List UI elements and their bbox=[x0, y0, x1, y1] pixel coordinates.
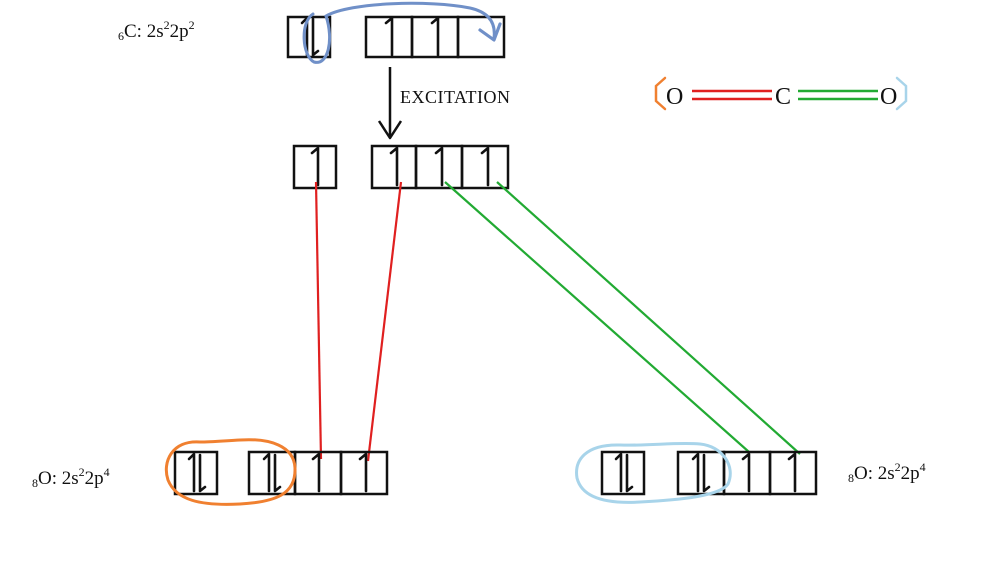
oxygen-right-2s-superscript: 2 bbox=[894, 460, 901, 474]
carbon-config-text: C: 2s bbox=[124, 21, 164, 42]
carbon-2p-text: 2p bbox=[169, 21, 189, 42]
molecule-left-oxygen: O bbox=[666, 84, 683, 110]
oxygen-left-lone-pair-highlight bbox=[164, 438, 297, 506]
carbon-2s-orbital bbox=[286, 15, 332, 59]
sigma-bond-lines bbox=[314, 181, 403, 462]
oxygen-left-2p-orbitals bbox=[247, 450, 389, 496]
co2-molecule: O C O bbox=[654, 76, 908, 111]
carbon-2p-superscript: 2 bbox=[188, 18, 195, 32]
oxygen-right-atomic-number: 8 bbox=[848, 471, 854, 485]
promotion-arrow bbox=[302, 1, 502, 64]
excitation-label: EXCITATION bbox=[400, 87, 511, 107]
left-oxygen-lone-pair-marks bbox=[654, 76, 667, 111]
oxygen-left-2p-superscript: 4 bbox=[103, 465, 110, 479]
oxygen-left-config-text: O: 2s bbox=[38, 468, 79, 489]
oxygen-right-2p-orbitals bbox=[676, 450, 818, 496]
molecule-carbon: C bbox=[775, 84, 791, 110]
carbon-2p-orbitals bbox=[364, 15, 506, 59]
oxygen-right-config-text: O: 2s bbox=[854, 463, 895, 484]
oxygen-right-config-label: 8O: 2s22p4 bbox=[848, 460, 926, 486]
oxygen-left-2p-text: 2p bbox=[84, 468, 104, 489]
oxygen-left-2s-orbital bbox=[173, 450, 219, 496]
pi-bond-lines bbox=[444, 181, 801, 455]
right-oxygen-lone-pair-marks bbox=[895, 76, 908, 111]
oxygen-right-2p-text: 2p bbox=[900, 463, 920, 484]
carbon-atomic-number: 6 bbox=[118, 29, 124, 43]
oxygen-right-lone-pair-highlight bbox=[575, 441, 732, 504]
carbon-2s-superscript: 2 bbox=[163, 18, 170, 32]
oxygen-right-2p-superscript: 4 bbox=[919, 460, 926, 474]
oxygen-left-2s-superscript: 2 bbox=[78, 465, 85, 479]
carbon-excited-2s-orbital bbox=[292, 144, 338, 190]
carbon-excited-2p-orbitals bbox=[370, 144, 510, 190]
molecule-right-oxygen: O bbox=[880, 84, 897, 110]
carbon-config-label: 6C: 2s22p2 bbox=[118, 18, 195, 44]
oxygen-left-config-label: 8O: 2s22p4 bbox=[32, 465, 110, 491]
oxygen-right-2s-orbital bbox=[600, 450, 646, 496]
oxygen-left-atomic-number: 8 bbox=[32, 476, 38, 490]
excitation-arrow bbox=[377, 67, 403, 140]
